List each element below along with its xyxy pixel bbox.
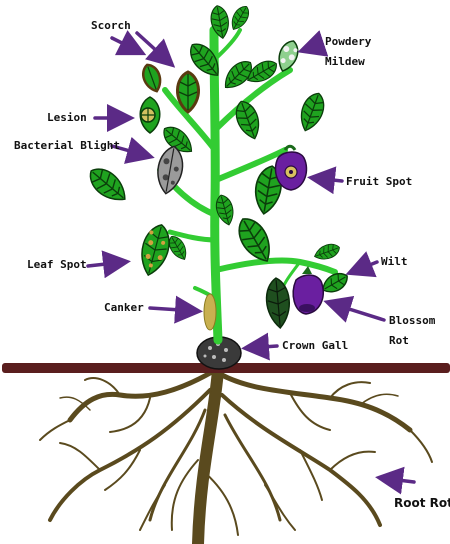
canker-patch [204,294,216,330]
scorch-arrow-2 [112,38,140,52]
label-crown-gall: Crown Gall [282,340,348,352]
scorch-leaf [177,72,198,112]
crown-gall-arrow [248,346,277,348]
leaf-spot-leaf [136,222,174,279]
label-bacterial-blight: Bacterial Blight [14,140,120,152]
label-root-rot: Root Rot [394,497,450,509]
canker-arrow [150,308,196,311]
label-lesion: Lesion [47,112,87,124]
scorch-leaf-2 [140,62,164,94]
label-scorch: Scorch [91,20,131,32]
label-powdery-mildew-line1: Powdery [325,32,371,52]
label-wilt: Wilt [381,256,408,268]
wilt-arrow [352,262,377,272]
root-system [40,370,432,544]
powdery-mildew-leaf [274,38,301,74]
leaf-spot-arrow [88,262,124,266]
label-blossom-rot: Blossom Rot [389,311,435,351]
bacterial-blight-leaf [154,144,186,195]
powdery-mildew-arrow [304,44,322,50]
label-fruit-spot: Fruit Spot [346,176,412,188]
fruit-spot-arrow [314,178,342,181]
lesion-leaf [140,97,160,133]
label-powdery-mildew: Powdery Mildew [325,32,371,72]
scorch-arrow [137,33,170,63]
label-powdery-mildew-line2: Mildew [325,52,371,72]
label-canker: Canker [104,302,144,314]
label-blossom-rot-line2: Rot [389,331,435,351]
label-blossom-rot-line1: Blossom [389,311,435,331]
label-leaf-spot: Leaf Spot [27,259,87,271]
root-rot-arrow [382,478,414,482]
blossom-rot-fruit [293,266,323,314]
dark-wilted-leaf [265,277,292,329]
blossom-rot-arrow [330,303,384,320]
